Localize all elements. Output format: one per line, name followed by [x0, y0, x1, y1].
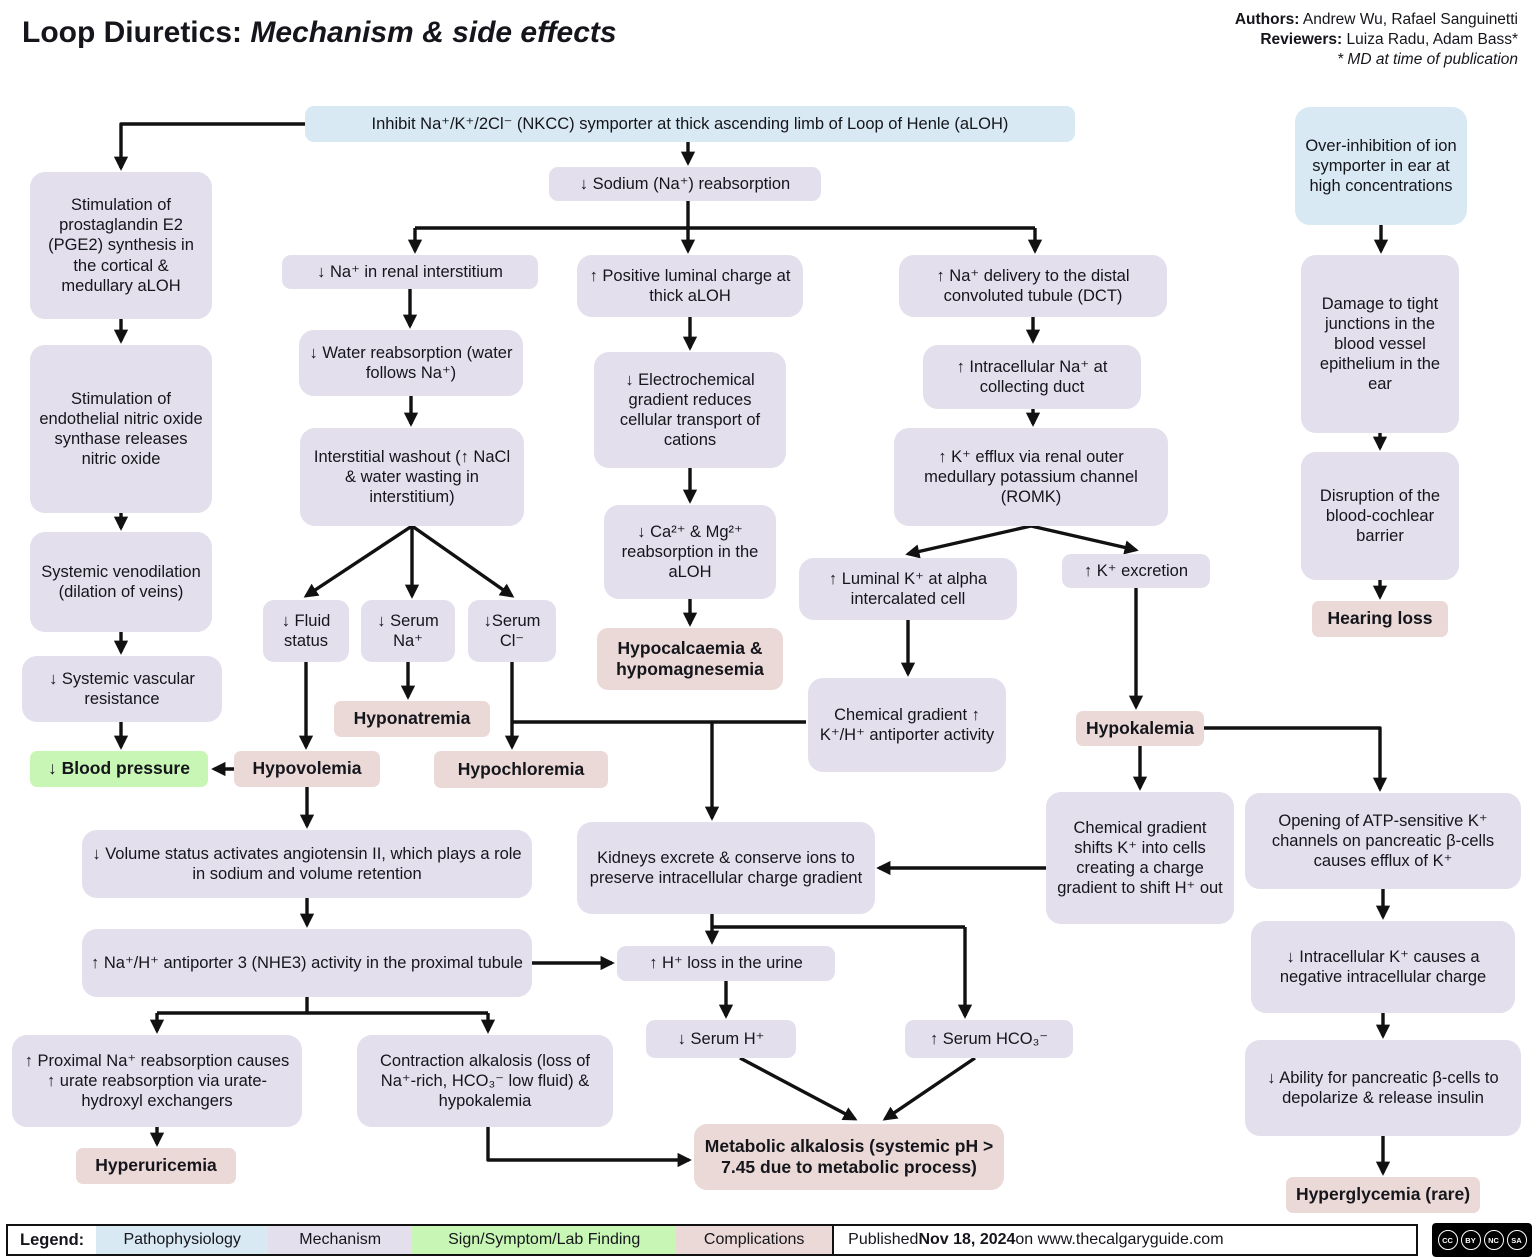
node-romk-k-efflux: ↑ K⁺ efflux via renal outer medullary po… — [894, 428, 1168, 526]
node-proximal-na-urate: ↑ Proximal Na⁺ reabsorption causes ↑ ura… — [12, 1035, 302, 1127]
node-serum-hco3: ↑ Serum HCO₃⁻ — [905, 1020, 1073, 1058]
edges-group — [113, 122, 1391, 1176]
legend-item-sign-symptom: Sign/Symptom/Lab Finding — [412, 1226, 677, 1254]
node-nkcc-symporter: Inhibit Na⁺/K⁺/2Cl⁻ (NKCC) symporter at … — [305, 106, 1075, 142]
cc-sa-icon: SA — [1506, 1230, 1527, 1250]
node-hypovolemia: Hypovolemia — [234, 751, 380, 787]
node-hearing-loss: Hearing loss — [1312, 601, 1448, 637]
title-prefix: Loop Diuretics: — [22, 16, 251, 49]
node-blood-cochlear-barrier: Disruption of the blood-cochlear barrier — [1301, 452, 1459, 580]
authors-names: Andrew Wu, Rafael Sanguinetti — [1299, 11, 1518, 28]
node-na-renal-interstitium: ↓ Na⁺ in renal interstitium — [282, 255, 538, 289]
node-interstitial-washout: Interstitial washout (↑ NaCl & water was… — [300, 428, 524, 526]
node-hypocalcaemia-hypomagnesemia: Hypocalcaemia & hypomagnesemia — [597, 628, 783, 690]
node-volume-status-angiotensin: ↓ Volume status activates angiotensin II… — [82, 830, 532, 898]
cc-icon: CC — [1437, 1230, 1458, 1250]
node-over-inhibition-ear: Over-inhibition of ion symporter in ear … — [1295, 107, 1467, 225]
node-tight-junction-damage: Damage to tight junctions in the blood v… — [1301, 255, 1459, 433]
cc-by-icon: BY — [1460, 1230, 1481, 1250]
node-ca-mg-reabsorption: ↓ Ca²⁺ & Mg²⁺ reabsorption in the aLOH — [604, 505, 776, 599]
published-prefix: Published — [848, 1231, 919, 1248]
node-gradient-shifts-k: Chemical gradient shifts K⁺ into cells c… — [1046, 792, 1234, 924]
node-electrochemical-gradient: ↓ Electrochemical gradient reduces cellu… — [594, 352, 786, 468]
reviewers-label: Reviewers: — [1260, 30, 1343, 48]
node-beta-cell-depolarize-insulin: ↓ Ability for pancreatic β-cells to depo… — [1245, 1040, 1521, 1136]
node-hyperglycemia: Hyperglycemia (rare) — [1286, 1177, 1480, 1213]
node-nhe3-activity: ↑ Na⁺/H⁺ antiporter 3 (NHE3) activity in… — [82, 929, 532, 997]
title-subtitle: Mechanism & side effects — [250, 16, 617, 49]
node-fluid-status: ↓ Fluid status — [263, 600, 349, 662]
node-intracellular-k-negative-charge: ↓ Intracellular K⁺ causes a negative int… — [1251, 921, 1515, 1013]
node-kidneys-conserve-ions: Kidneys excrete & conserve ions to prese… — [577, 822, 875, 914]
md-footnote: * MD at time of publication — [1337, 50, 1518, 68]
cc-nc-icon: NC — [1483, 1230, 1504, 1250]
node-serum-h: ↓ Serum H⁺ — [646, 1020, 796, 1058]
node-h-loss-urine: ↑ H⁺ loss in the urine — [617, 946, 835, 981]
node-systemic-vascular-resistance: ↓ Systemic vascular resistance — [22, 656, 222, 722]
node-positive-luminal-charge: ↑ Positive luminal charge at thick aLOH — [577, 255, 803, 317]
node-water-reabsorption: ↓ Water reabsorption (water follows Na⁺) — [299, 330, 523, 396]
node-k-excretion: ↑ K⁺ excretion — [1062, 554, 1210, 588]
node-luminal-k-alpha-intercalated: ↑ Luminal K⁺ at alpha intercalated cell — [799, 558, 1017, 620]
published-date: Nov 18, 2024 — [918, 1231, 1016, 1248]
node-kh-antiporter-activity: Chemical gradient ↑ K⁺/H⁺ antiporter act… — [808, 678, 1006, 772]
legend-label: Legend: — [20, 1230, 85, 1249]
published-site: on www.thecalgaryguide.com — [1015, 1231, 1224, 1248]
node-pge2-synthesis: Stimulation of prostaglandin E2 (PGE2) s… — [30, 172, 212, 319]
legend-item-pathophysiology: Pathophysiology — [96, 1226, 269, 1254]
reviewers-line: Reviewers: Luiza Radu, Adam Bass* — [1235, 30, 1518, 50]
node-blood-pressure: ↓ Blood pressure — [30, 751, 208, 787]
authors-label: Authors: — [1234, 11, 1300, 28]
node-hypokalemia: Hypokalemia — [1076, 711, 1204, 746]
cc-license-badge: CC BY NC SA — [1432, 1223, 1532, 1257]
node-systemic-venodilation: Systemic venodilation (dilation of veins… — [30, 532, 212, 632]
node-hypochloremia: Hypochloremia — [434, 751, 608, 788]
credits-block: Authors: Andrew Wu, Rafael Sanguinetti R… — [1235, 10, 1518, 69]
node-serum-na: ↓ Serum Na⁺ — [361, 600, 455, 662]
node-contraction-alkalosis: Contraction alkalosis (loss of Na⁺-rich,… — [357, 1035, 613, 1127]
node-atp-sensitive-k-channels: Opening of ATP-sensitive K⁺ channels on … — [1245, 793, 1521, 889]
legend-bar: Legend: Pathophysiology Mechanism Sign/S… — [6, 1224, 1418, 1256]
node-na-delivery-dct: ↑ Na⁺ delivery to the distal convoluted … — [899, 255, 1167, 317]
node-hyperuricemia: Hyperuricemia — [76, 1148, 236, 1184]
published-line: Published Nov 18, 2024 on www.thecalgary… — [832, 1226, 1416, 1254]
node-metabolic-alkalosis: Metabolic alkalosis (systemic pH > 7.45 … — [694, 1124, 1004, 1190]
page-title: Loop Diuretics: Mechanism & side effects — [22, 16, 617, 50]
legend-item-mechanism: Mechanism — [268, 1226, 413, 1254]
node-serum-cl: ↓Serum Cl⁻ — [468, 600, 556, 662]
reviewers-names: Luiza Radu, Adam Bass* — [1342, 30, 1518, 48]
node-intracellular-na-collecting-duct: ↑ Intracellular Na⁺ at collecting duct — [923, 345, 1141, 409]
node-sodium-reabsorption: ↓ Sodium (Na⁺) reabsorption — [549, 167, 821, 201]
node-enos-nitric-oxide: Stimulation of endothelial nitric oxide … — [30, 345, 212, 513]
legend-item-complications: Complications — [676, 1226, 833, 1254]
node-hyponatremia: Hyponatremia — [334, 701, 490, 737]
authors-line: Authors: Andrew Wu, Rafael Sanguinetti — [1235, 10, 1518, 30]
